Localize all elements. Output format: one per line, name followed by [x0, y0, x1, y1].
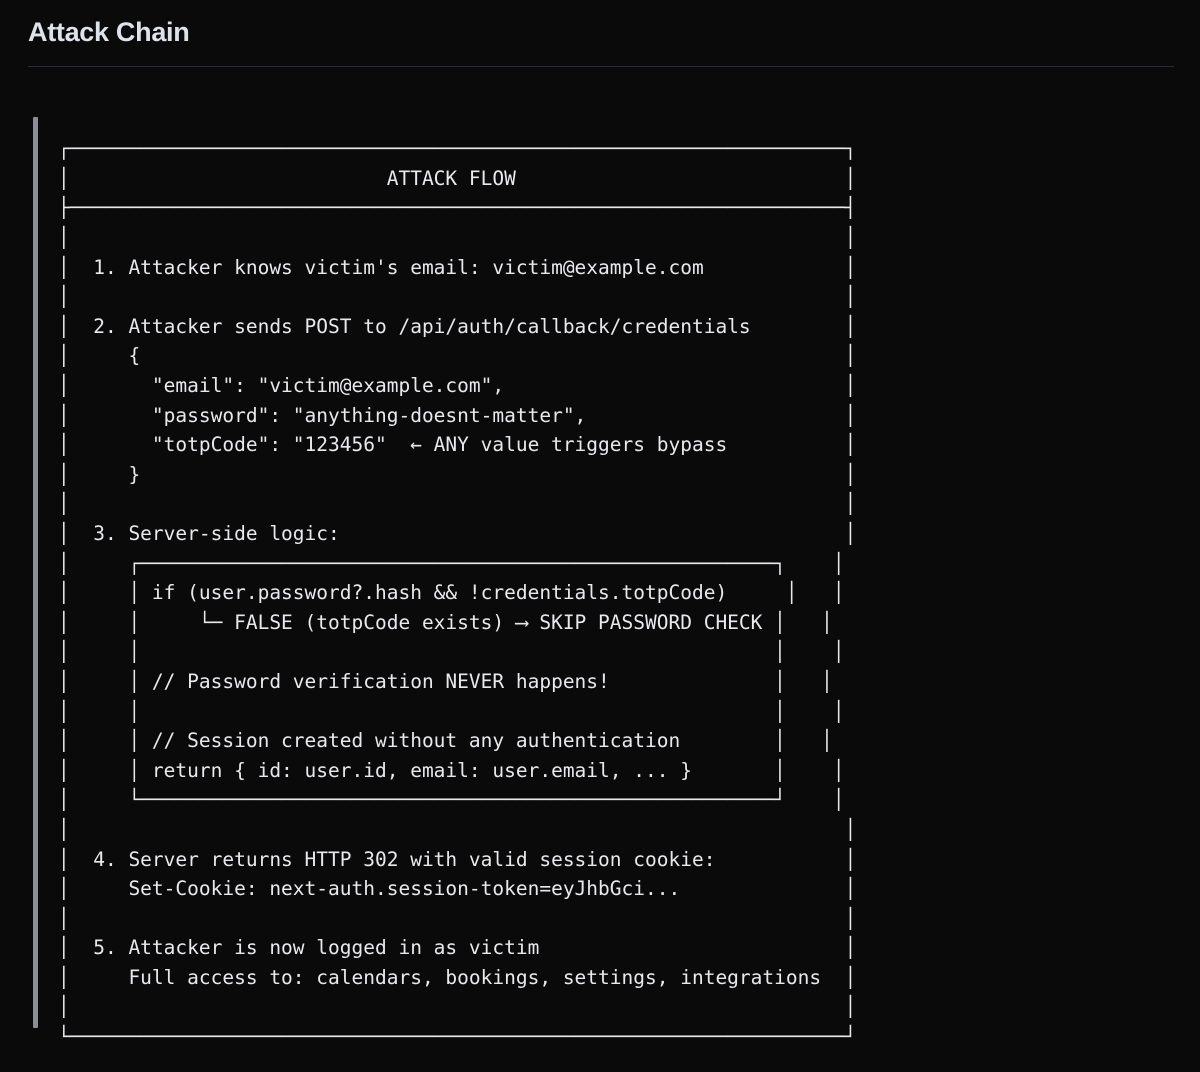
attack-flow-ascii-diagram: ┌───────────────────────────────────────…: [58, 137, 857, 1049]
attack-flow-blockquote: ┌───────────────────────────────────────…: [0, 115, 1200, 1048]
blockquote-accent-bar: [33, 116, 38, 1028]
page-title: Attack Chain: [28, 17, 190, 47]
page-header: Attack Chain: [0, 0, 1200, 50]
title-divider: [28, 65, 1174, 67]
